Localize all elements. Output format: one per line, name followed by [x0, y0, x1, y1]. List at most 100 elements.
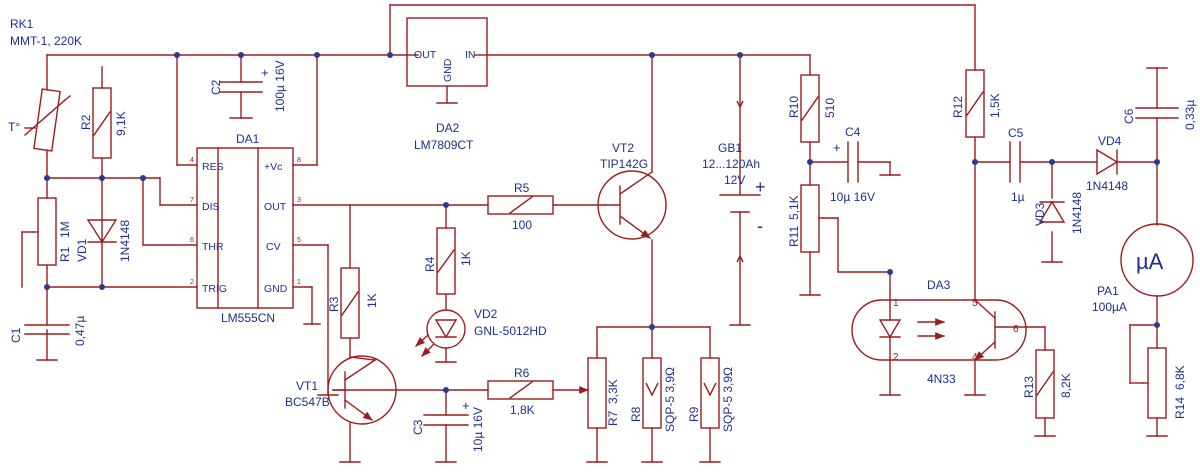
da1-pinnum-vc: 8 [297, 157, 301, 164]
r6-resistor: R6 1,8K [487, 366, 554, 417]
r2-ref: R2 [79, 114, 93, 130]
vd1-diode: VD1 1N4148 [75, 219, 132, 262]
da1-ref: DA1 [236, 132, 260, 146]
da1-pinnum-out: 3 [297, 197, 301, 204]
r14-ref: R14 [1173, 397, 1187, 419]
da2-voltage-regulator: OUT IN GND DA2 LM7809CT [406, 17, 488, 152]
r12-resistor: R12 1,5K [951, 69, 1002, 138]
da1-pinnum-res: 4 [190, 157, 194, 164]
c3-capacitor: + C3 10µ 16V [411, 398, 485, 452]
rk1-value: MMT-1, 220K [10, 34, 82, 48]
r13-resistor: R13 8,2K [1022, 349, 1073, 419]
r13-ref: R13 [1022, 376, 1036, 398]
da2-part: LM7809CT [414, 138, 474, 152]
da3-pin-2: 2 [893, 352, 899, 363]
da3-pin-6: 6 [1013, 324, 1019, 335]
gb1-voltage: 12V [724, 173, 745, 187]
vt1-transistor: VT1 BC547B [285, 355, 397, 425]
r10-resistor: R10 510 [787, 74, 837, 143]
gb1-battery: GB1 12...120Ah 12V + - [702, 100, 766, 263]
da2-pin-out: OUT [414, 49, 437, 61]
da2-ref: DA2 [436, 121, 460, 135]
vt2-transistor: VT2 TIP142G [597, 141, 667, 240]
gb1-ref: GB1 [718, 141, 742, 155]
r9-value: SQP-5 3,9Ω [721, 367, 735, 432]
vd3-ref: VD3 [1033, 202, 1047, 226]
pa1-value: 100µA [1092, 300, 1127, 314]
r2-value: 9,1K [114, 111, 128, 136]
pa1-symbol: µA [1136, 249, 1164, 274]
da1-pin-res: RES [202, 161, 224, 173]
da1-pinnum-cv: 5 [297, 237, 301, 244]
r5-value: 100 [512, 218, 532, 232]
vt1-value: BC547B [285, 395, 330, 409]
r1-value: 1M [58, 221, 72, 238]
da1-pinnum-gnd: 1 [297, 279, 301, 286]
da3-pin-5: 5 [972, 298, 978, 309]
da3-part: 4N33 [927, 372, 956, 386]
r14-potentiometer: R14 6,8K [1142, 347, 1187, 419]
r4-resistor: R4 1K [423, 227, 473, 295]
r12-value: 1,5K [988, 93, 1002, 118]
da1-pin-gnd: GND [264, 283, 288, 295]
r14-value: 6,8K [1173, 365, 1187, 390]
r3-ref: R3 [327, 296, 341, 312]
r10-value: 510 [823, 98, 837, 118]
r8-ref: R8 [629, 406, 643, 422]
da3-optocoupler: 1 2 4 5 6 DA3 4N33 [851, 278, 1027, 386]
rk1-ref: RK1 [10, 17, 34, 31]
r8-resistor: R8 SQP-5 3,9Ω [629, 357, 677, 432]
da1-pinnum-dis: 7 [190, 197, 194, 204]
vd2-led: VD2 GNL-5012HD [415, 307, 547, 357]
da2-pin-in: IN [465, 49, 476, 61]
da1-pin-thr: THR [202, 241, 224, 253]
c3-plus: + [462, 398, 470, 413]
vd4-diode: VD4 1N4148 [1086, 134, 1128, 193]
c5-ref: C5 [1008, 126, 1024, 140]
junctions [44, 52, 1160, 393]
r6-value: 1,8K [510, 403, 535, 417]
r7-value: 3,3K [606, 379, 620, 404]
da1-pin-out: OUT [264, 201, 287, 213]
r6-ref: R6 [514, 366, 530, 380]
r3-resistor: R3 1K [327, 267, 379, 339]
vd3-value: 1N4148 [1070, 192, 1084, 234]
rk1-thermistor: RK1 MMT-1, 220K T° [8, 17, 82, 152]
r2-resistor: R2 9,1K [79, 87, 128, 159]
r3-value: 1K [365, 293, 379, 308]
da2-pin-gnd: GND [442, 58, 454, 82]
vt2-value: TIP142G [600, 157, 648, 171]
r9-resistor: R9 SQP-5 3,9Ω [687, 357, 735, 432]
rk1-temp-label: T° [8, 120, 20, 134]
da1-part: LM555CN [221, 311, 275, 325]
vt2-ref: VT2 [612, 141, 634, 155]
c1-value: 0,47µ [73, 316, 87, 346]
c6-ref: C6 [1122, 108, 1136, 124]
r5-resistor: R5 100 [487, 181, 554, 232]
r7-ref: R7 [606, 410, 620, 426]
pa1-ref: PA1 [1097, 284, 1119, 298]
c4-capacitor: + C4 10µ 16V [830, 125, 875, 204]
c5-value: 1µ [1011, 190, 1025, 204]
gb1-minus: - [757, 216, 763, 236]
r9-ref: R9 [687, 406, 701, 422]
c2-capacitor: + C2 100µ 16V [209, 60, 287, 112]
da1-pin-dis: DIS [202, 201, 220, 213]
c3-value: 10µ 16V [471, 407, 485, 452]
c1-ref: C1 [9, 327, 23, 343]
c2-plus: + [261, 65, 269, 80]
c4-plus: + [833, 140, 841, 155]
r13-value: 8,2K [1059, 373, 1073, 398]
c4-value: 10µ 16V [830, 190, 875, 204]
da1-pinnum-thr: 6 [190, 237, 194, 244]
wires [21, 4, 1168, 463]
da1-pin-trig: TRIG [202, 283, 227, 295]
pa1-microammeter: µA PA1 100µA [1092, 223, 1194, 314]
r8-value: SQP-5 3,9Ω [663, 367, 677, 432]
vd1-ref: VD1 [75, 238, 89, 262]
vd4-value: 1N4148 [1086, 179, 1128, 193]
da1-timer-ic: DA1 LM555CN RES DIS THR TRIG +Vc OUT CV … [190, 132, 301, 325]
r11-value: 5,1K [787, 195, 801, 220]
c5-capacitor: C5 1µ [1008, 126, 1025, 204]
